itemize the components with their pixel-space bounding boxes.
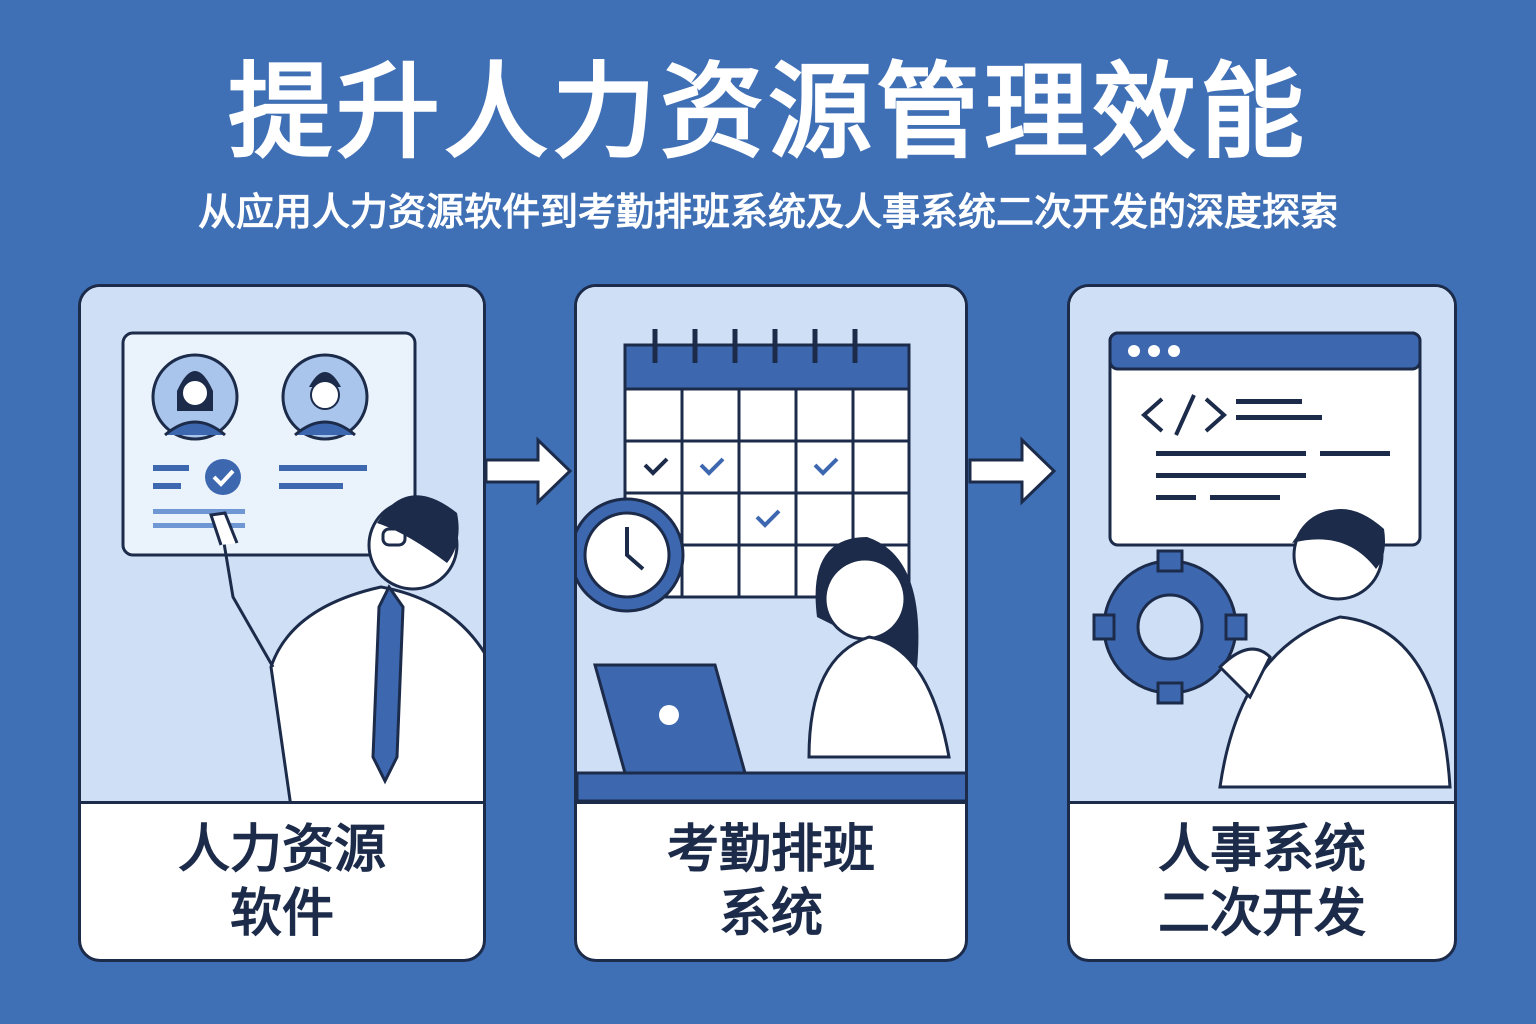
page-title: 提升人力资源管理效能	[227, 51, 1308, 173]
man-holding-gear-figure	[1217, 509, 1452, 789]
gear-icon	[1092, 549, 1248, 705]
man-pointing-figure	[209, 495, 483, 801]
clock-icon	[577, 497, 685, 613]
panel-caption: 考勤排班 系统	[577, 807, 965, 957]
panel-hr-software: 人力资源 软件	[78, 284, 486, 962]
panel-hr-system-development: 人事系统 二次开发	[1067, 284, 1457, 962]
hr-software-illustration	[81, 287, 483, 804]
panel-caption: 人事系统 二次开发	[1070, 807, 1454, 957]
laptop-icon	[593, 663, 747, 775]
caption-line-2: 系统	[718, 884, 823, 944]
caption-line-2: 软件	[229, 884, 334, 944]
panel-attendance-system: 考勤排班 系统	[574, 284, 968, 962]
woman-typing-figure	[807, 537, 951, 759]
caption-line-2: 二次开发	[1157, 884, 1366, 944]
profile-board-icon	[121, 331, 417, 557]
calendar-icon	[623, 329, 911, 599]
attendance-illustration	[577, 287, 965, 804]
caption-line-1: 人事系统	[1157, 820, 1366, 880]
arrow-right-icon	[968, 436, 1057, 506]
caption-line-1: 考勤排班	[666, 820, 875, 880]
arrow-right-icon	[484, 436, 573, 506]
development-illustration	[1070, 287, 1454, 804]
code-window-icon	[1108, 331, 1422, 547]
page-subtitle: 从应用人力资源软件到考勤排班系统及人事系统二次开发的深度探索	[197, 190, 1338, 234]
panel-caption: 人力资源 软件	[81, 807, 483, 957]
caption-line-1: 人力资源	[177, 820, 386, 880]
